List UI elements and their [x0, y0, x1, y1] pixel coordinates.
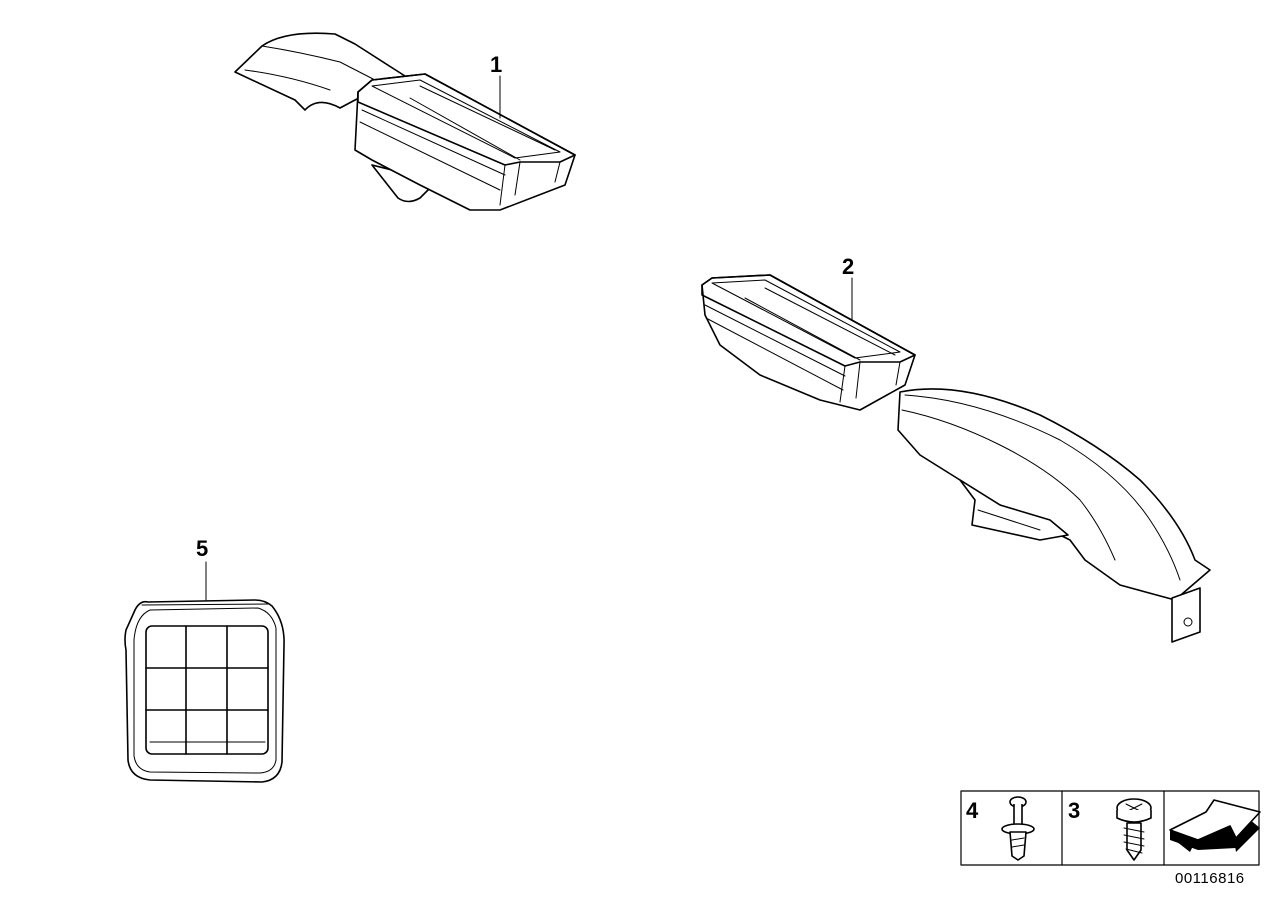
- expanding-rivet-icon[interactable]: [1001, 796, 1035, 861]
- callout-3: 3: [1068, 798, 1080, 823]
- reference-number: 00116816: [1175, 870, 1245, 887]
- callout-5: 5: [196, 536, 208, 561]
- air-duct-right-icon[interactable]: [701, 274, 1211, 643]
- arrow-icon: [1169, 799, 1261, 852]
- callout-1: 1: [490, 52, 502, 77]
- screw-icon[interactable]: [1116, 798, 1152, 861]
- callout-4: 4: [966, 798, 979, 823]
- grille-icon[interactable]: [124, 599, 285, 783]
- callout-2: 2: [842, 254, 854, 279]
- air-duct-left-icon[interactable]: [234, 32, 576, 211]
